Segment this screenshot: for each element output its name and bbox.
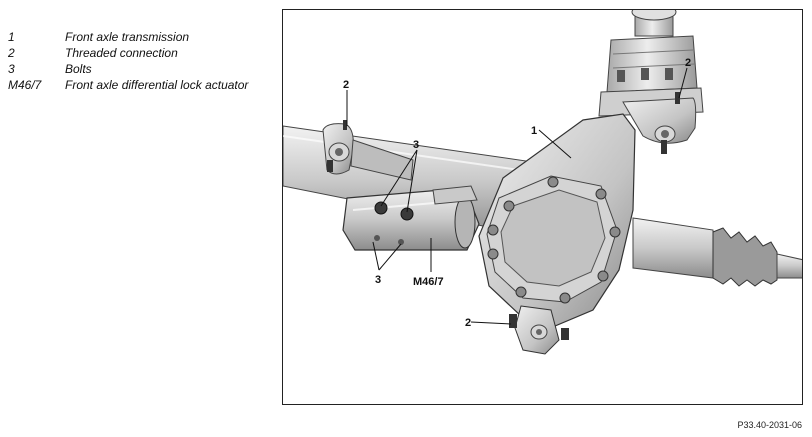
legend-text: Bolts [65, 62, 92, 76]
legend-key: 2 [8, 46, 15, 60]
right-output-shaft [632, 217, 802, 287]
legend-key: 3 [8, 62, 15, 76]
right-mount-bracket [622, 92, 697, 154]
figure-code: P33.40-2031-06 [737, 420, 802, 430]
callout-thread-left: 2 [343, 79, 349, 91]
legend-text: Front axle transmission [65, 30, 190, 44]
callout-actuator: M46/7 [413, 276, 444, 288]
legend-key: 1 [8, 30, 15, 44]
callout-thread-right: 2 [685, 57, 691, 69]
callout-transmission: 1 [531, 125, 537, 137]
axle-illustration: 1 2 2 2 3 3 M46/7 [282, 9, 803, 405]
legend-text: Front axle differential lock actuator [65, 78, 249, 92]
differential-housing [478, 113, 636, 355]
left-mount-bracket [322, 120, 414, 181]
legend-text: Threaded connection [65, 46, 178, 60]
callout-thread-bottom: 2 [465, 317, 471, 329]
legend-key: M46/7 [8, 78, 42, 92]
callout-bolts-upper: 3 [413, 139, 419, 151]
leader-lines [346, 67, 688, 325]
callout-bolts-lower: 3 [375, 274, 381, 286]
differential-lock-actuator [342, 185, 480, 251]
axle-drawing: 1 2 2 2 3 3 M46/7 [283, 10, 802, 355]
